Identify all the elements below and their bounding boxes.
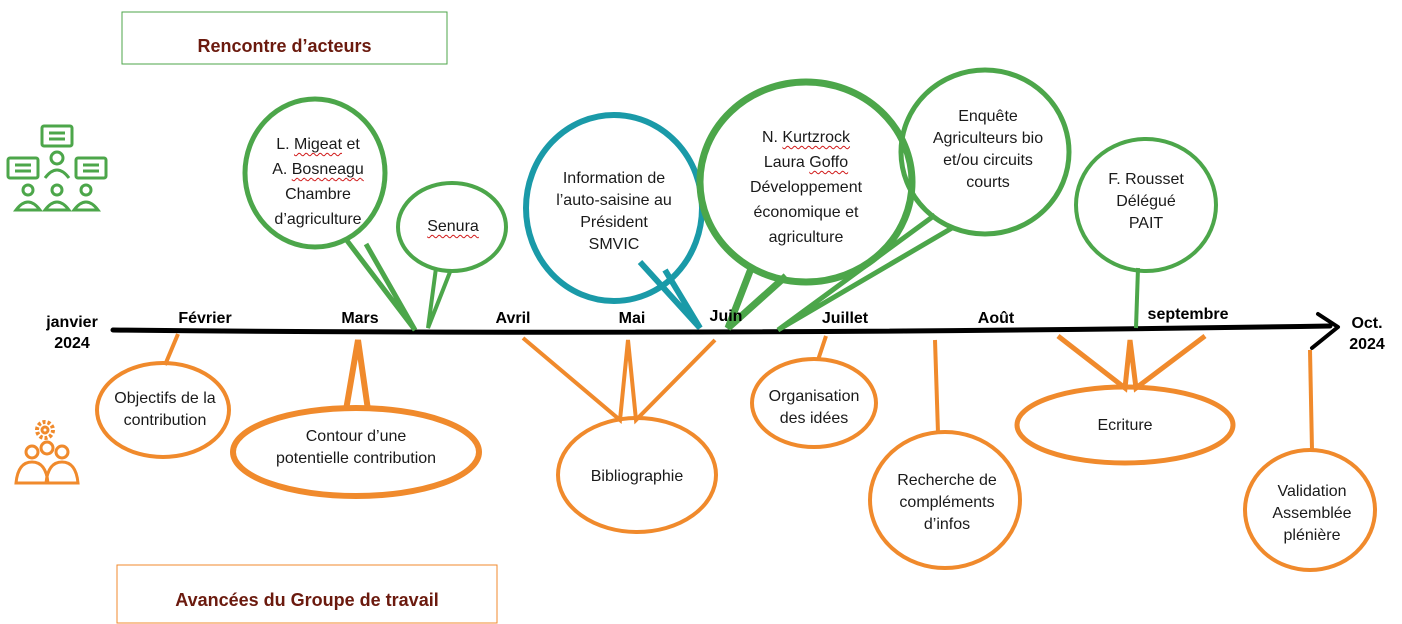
month-start: janvier 2024 <box>46 312 98 354</box>
month-apr: Avril <box>495 310 531 327</box>
timeline-arrowhead <box>1310 312 1340 350</box>
top-header-box <box>121 11 448 65</box>
month-sep: septembre <box>1147 306 1229 323</box>
bubble-senura-text: Senura <box>427 218 479 235</box>
bubble-rousset-text: F. Rousset Délégué PAIT <box>1108 171 1184 232</box>
month-may: Mai <box>618 310 646 327</box>
top-header-title: Rencontre d’acteurs <box>197 36 372 56</box>
bubble-kurtzrock-text: N. Kurtzrock Laura Goffo Développement é… <box>749 129 863 246</box>
bubble-senura <box>396 181 508 329</box>
bubble-ecriture <box>1014 334 1236 466</box>
bubble-rousset <box>1074 137 1218 329</box>
bottom-header-title: Avancées du Groupe de travail <box>175 590 439 610</box>
bubble-enquete <box>776 67 1072 333</box>
timeline-axis <box>110 323 1333 335</box>
bubble-recherche <box>868 339 1022 570</box>
bubble-contour-text: Contour d’une potentielle contribution <box>275 428 437 467</box>
month-jul: Juillet <box>821 310 869 327</box>
bubble-migeat <box>242 96 418 332</box>
month-end-line2: 2024 <box>1349 336 1385 353</box>
month-mar: Mars <box>341 310 379 327</box>
month-end-line1: Oct. <box>1351 315 1383 332</box>
bubble-contour <box>230 339 482 499</box>
bubble-president-text: Information de l’auto-saisine au Préside… <box>556 170 672 253</box>
month-jun: Juin <box>709 308 743 325</box>
bubble-migeat-text: L. Migeat et A. Bosneagu Chambre d’agric… <box>272 136 364 228</box>
month-end: Oct. 2024 <box>1349 313 1385 355</box>
bubble-biblio <box>521 336 718 534</box>
bubble-objectifs <box>95 333 231 459</box>
bubble-biblio-text: Bibliographie <box>590 468 684 485</box>
bubble-kurtzrock <box>696 78 916 331</box>
bubble-validation-text: Validation Assemblée plénière <box>1272 483 1352 544</box>
bubble-recherche-text: Recherche de compléments d’infos <box>897 472 997 533</box>
bubble-organisation-text: Organisation des idées <box>768 388 860 427</box>
month-feb: Février <box>178 310 232 327</box>
people-meeting-icon <box>6 124 108 212</box>
bubble-ecriture-text: Ecriture <box>1097 417 1153 434</box>
month-start-line1: janvier <box>46 314 98 331</box>
bubble-enquete-text: Enquête Agriculteurs bio et/ou circuits … <box>932 108 1044 191</box>
people-gear-icon <box>14 420 80 485</box>
bottom-header-box <box>116 564 498 624</box>
bubble-organisation <box>750 335 878 449</box>
month-start-line2: 2024 <box>54 335 90 352</box>
month-aug: Août <box>977 310 1015 327</box>
bubble-validation <box>1243 349 1377 572</box>
bubble-objectifs-text: Objectifs de la contribution <box>114 390 216 429</box>
